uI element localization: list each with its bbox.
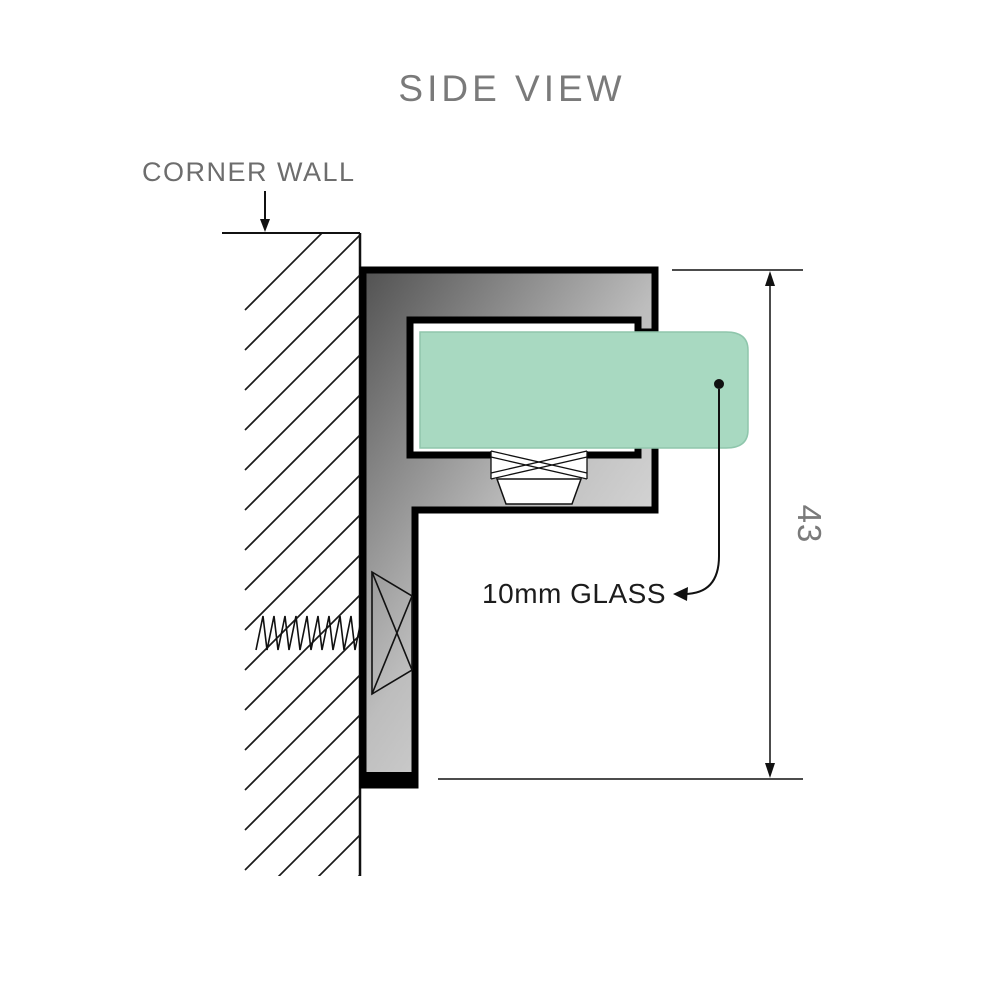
glass-panel <box>419 331 749 449</box>
screw-threads <box>255 615 367 651</box>
leader-dot <box>714 379 724 389</box>
dimension-arrow-up <box>765 271 775 286</box>
wall-hatching <box>244 234 360 876</box>
dimension-lines <box>438 269 803 780</box>
dimension-arrow-down <box>765 763 775 778</box>
dimension-value: 43 <box>791 505 828 544</box>
screw <box>255 615 367 651</box>
bracket-foot <box>361 772 417 786</box>
corner-wall-arrow <box>260 191 270 232</box>
leader-arrowhead <box>673 587 688 601</box>
screw-head <box>371 570 413 696</box>
glass-label: 10mm GLASS <box>482 578 666 609</box>
seal-gasket <box>490 450 588 505</box>
corner-wall-label: CORNER WALL <box>142 157 356 187</box>
diagram-title: SIDE VIEW <box>398 68 625 109</box>
wall-structure <box>222 232 362 876</box>
glass-leader-line <box>673 379 724 601</box>
